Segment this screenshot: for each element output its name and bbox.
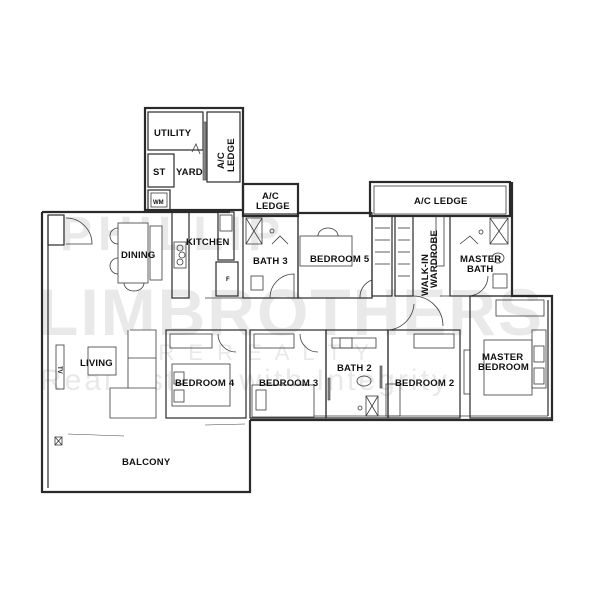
label-walkin-line1: WALK-IN xyxy=(420,254,431,296)
walk-in-wardrobe xyxy=(371,215,445,327)
label-wm: WM xyxy=(153,200,164,206)
label-bedroom-5: BEDROOM 5 xyxy=(310,254,370,265)
dining-kitchen xyxy=(47,211,245,299)
bath-2 xyxy=(325,329,389,419)
label-bath-3: BATH 3 xyxy=(253,256,288,267)
watermark-line-2: LIMBROTHERS xyxy=(38,275,544,349)
room-labels: UTILITY A/C LEDGE ST YARD WM A/C LEDGE A… xyxy=(56,128,529,468)
label-ac-ledge-small-2: LEDGE xyxy=(256,201,290,212)
label-bath-2: BATH 2 xyxy=(337,363,372,374)
master-bedroom xyxy=(469,295,553,419)
label-dining: DINING xyxy=(121,250,155,261)
label-fridge: F xyxy=(226,277,230,283)
label-master-bath-2: BATH xyxy=(467,264,493,275)
label-ac-ledge-vertical-line1: A/C xyxy=(216,152,227,169)
label-walkin-line2: WARDROBE xyxy=(429,230,440,288)
label-ac-ledge-small-1: A/C xyxy=(262,191,279,202)
bedroom-2 xyxy=(385,303,471,419)
bedroom-4 xyxy=(165,329,247,426)
label-tv: TV xyxy=(56,366,62,374)
label-master-bedroom-2: BEDROOM xyxy=(478,362,529,373)
label-living: LIVING xyxy=(80,358,113,369)
bedroom-5 xyxy=(297,212,373,299)
bedroom-3 xyxy=(249,329,327,419)
label-master-bedroom-1: MASTER xyxy=(482,352,523,363)
label-kitchen: KITCHEN xyxy=(186,237,230,248)
label-bedroom-2: BEDROOM 2 xyxy=(395,378,454,389)
label-yard: YARD xyxy=(176,167,203,178)
label-ac-ledge-large: A/C LEDGE xyxy=(414,196,468,207)
service-block xyxy=(143,106,245,212)
label-st: ST xyxy=(153,167,166,178)
label-balcony: BALCONY xyxy=(122,457,171,468)
label-bedroom-3: BEDROOM 3 xyxy=(259,378,318,389)
label-ac-ledge-vertical-line2: LEDGE xyxy=(226,138,237,172)
living xyxy=(54,329,157,446)
label-master-bath-1: MASTER xyxy=(460,254,501,265)
label-bedroom-4: BEDROOM 4 xyxy=(175,378,235,389)
label-utility: UTILITY xyxy=(154,128,192,139)
